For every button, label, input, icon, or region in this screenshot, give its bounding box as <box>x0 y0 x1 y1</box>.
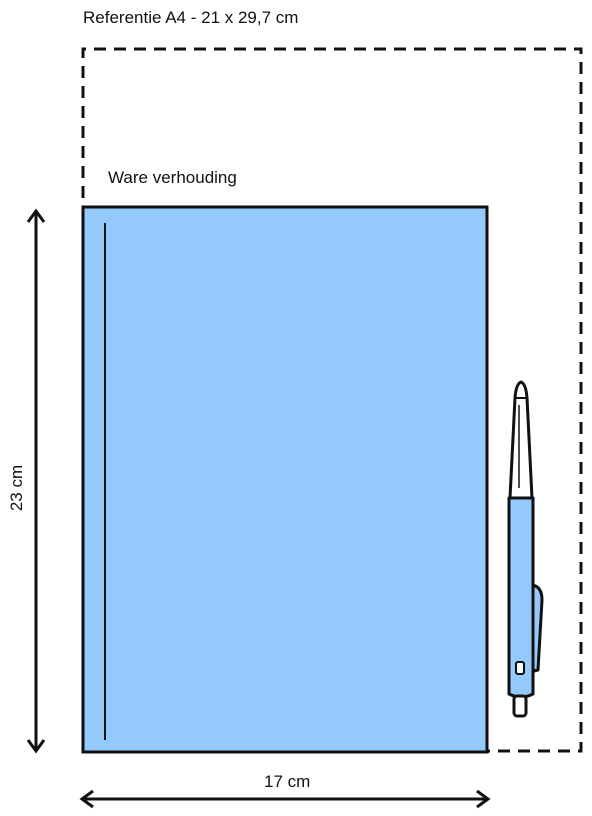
height-dimension-label: 23 cm <box>7 464 26 512</box>
a4-reference-outline <box>81 47 583 753</box>
width-dimension-label: 17 cm <box>264 772 311 791</box>
notebook-icon <box>81 205 489 754</box>
pen-icon <box>507 380 544 718</box>
notebook-cover <box>81 205 489 754</box>
width-arrow <box>79 789 491 809</box>
reference-a4-label: Referentie A4 - 21 x 29,7 cm <box>83 8 299 27</box>
true-proportion-label: Ware verhouding <box>108 168 237 187</box>
height-arrow <box>26 208 46 754</box>
